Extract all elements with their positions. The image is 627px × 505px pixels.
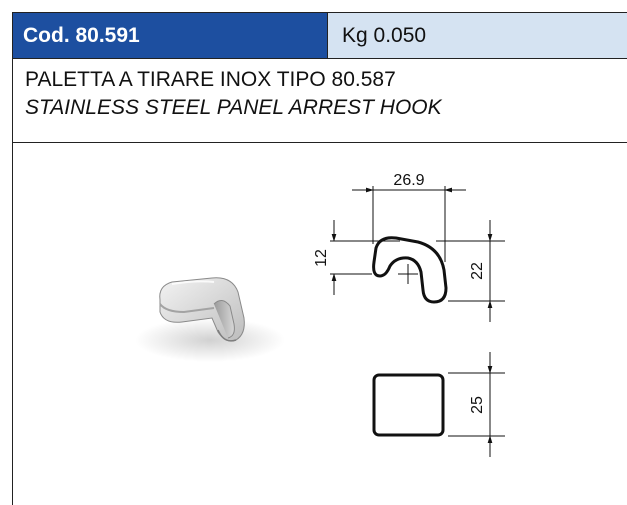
dimension-total-height-label: 22 <box>469 262 486 280</box>
product-code: Cod. 80.591 <box>12 13 327 58</box>
dimension-square-label: 25 <box>469 396 486 414</box>
product-header: Cod. 80.591 Kg 0.050 <box>12 12 627 59</box>
product-weight: Kg 0.050 <box>327 13 627 58</box>
dimension-hook-height-label: 12 <box>313 249 330 267</box>
product-3d-render <box>135 277 285 362</box>
hook-side-view <box>330 186 505 322</box>
square-section-view <box>372 352 505 457</box>
product-title-english: STAINLESS STEEL PANEL ARREST HOOK <box>25 96 442 119</box>
product-title-italian: PALETTA A TIRARE INOX TIPO 80.587 <box>25 68 396 91</box>
drawing-area <box>12 143 627 505</box>
dimension-width-label: 26.9 <box>393 172 424 189</box>
product-title-block: PALETTA A TIRARE INOX TIPO 80.587 STAINL… <box>12 57 627 143</box>
